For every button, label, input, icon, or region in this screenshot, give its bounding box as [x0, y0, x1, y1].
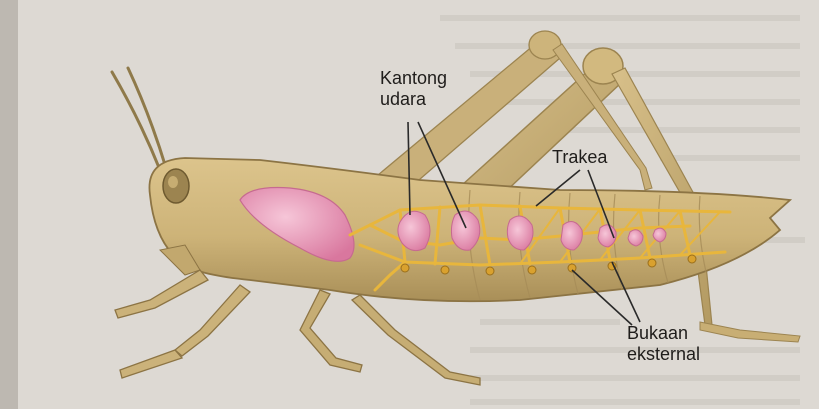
label-bukaan-line2: eksternal — [627, 344, 700, 365]
label-kantong-udara-line1: Kantong — [380, 68, 447, 89]
label-kantong-udara-line2: udara — [380, 89, 447, 110]
label-bukaan-line1: Bukaan — [627, 323, 700, 344]
page-edge-shadow — [0, 0, 18, 409]
label-trakea: Trakea — [552, 147, 607, 168]
label-bukaan-eksternal: Bukaan eksternal — [627, 323, 700, 365]
label-kantong-udara: Kantong udara — [380, 68, 447, 110]
label-trakea-text: Trakea — [552, 147, 607, 168]
eye-highlight — [168, 176, 178, 188]
